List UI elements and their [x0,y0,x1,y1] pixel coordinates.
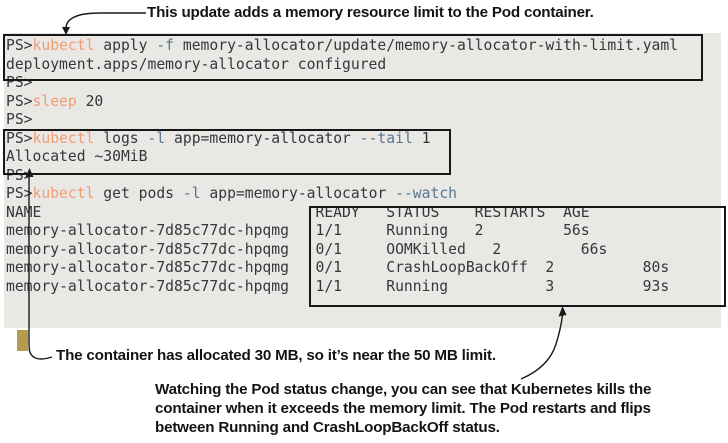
annotation-bottom-right-line1: Watching the Pod status change, you can … [155,381,652,398]
terminal-line: Allocated ~30MiB [6,148,148,165]
highlight-box-apply-command [3,34,703,81]
top-annotation-arrow [62,12,146,35]
annotation-bottom-right-line2: container when it exceeds the memory lim… [155,400,651,417]
annotation-bottom-right-line3: between Running and CrashLoopBackOff sta… [155,419,500,436]
terminal-cursor [17,330,28,351]
terminal-line: memory-allocator-7d85c77dc-hpqmg 1/1 Run… [6,222,590,239]
terminal-line: deployment.apps/memory-allocator configu… [6,55,387,73]
terminal-line: memory-allocator-7d85c77dc-hpqmg 0/1 Cra… [6,259,670,276]
highlight-box-pod-status-columns [309,206,726,307]
terminal-line: PS>kubectl get pods -l app=memory-alloca… [6,185,458,202]
terminal-line: PS>sleep 20 [6,92,104,110]
terminal-line: PS> [6,74,33,91]
terminal-line: PS>kubectl apply -f memory-allocator/upd… [6,37,679,54]
terminal-line: PS> [6,111,33,128]
terminal-window: PS>kubectl apply -f memory-allocator/upd… [4,33,721,351]
terminal-output: PS>kubectl apply -f memory-allocator/upd… [6,37,678,296]
annotation-bottom-right: Watching the Pod status change, you can … [155,380,725,437]
terminal-line: memory-allocator-7d85c77dc-hpqmg 1/1 Run… [6,277,670,295]
terminal-line: memory-allocator-7d85c77dc-hpqmg 0/1 OOM… [6,240,608,258]
annotation-bottom-left: The container has allocated 30 MB, so it… [56,347,496,364]
highlight-box-logs-command [3,129,451,175]
terminal-line: PS>kubectl logs -l app=memory-allocator … [6,129,431,147]
annotation-top: This update adds a memory resource limit… [147,4,594,21]
